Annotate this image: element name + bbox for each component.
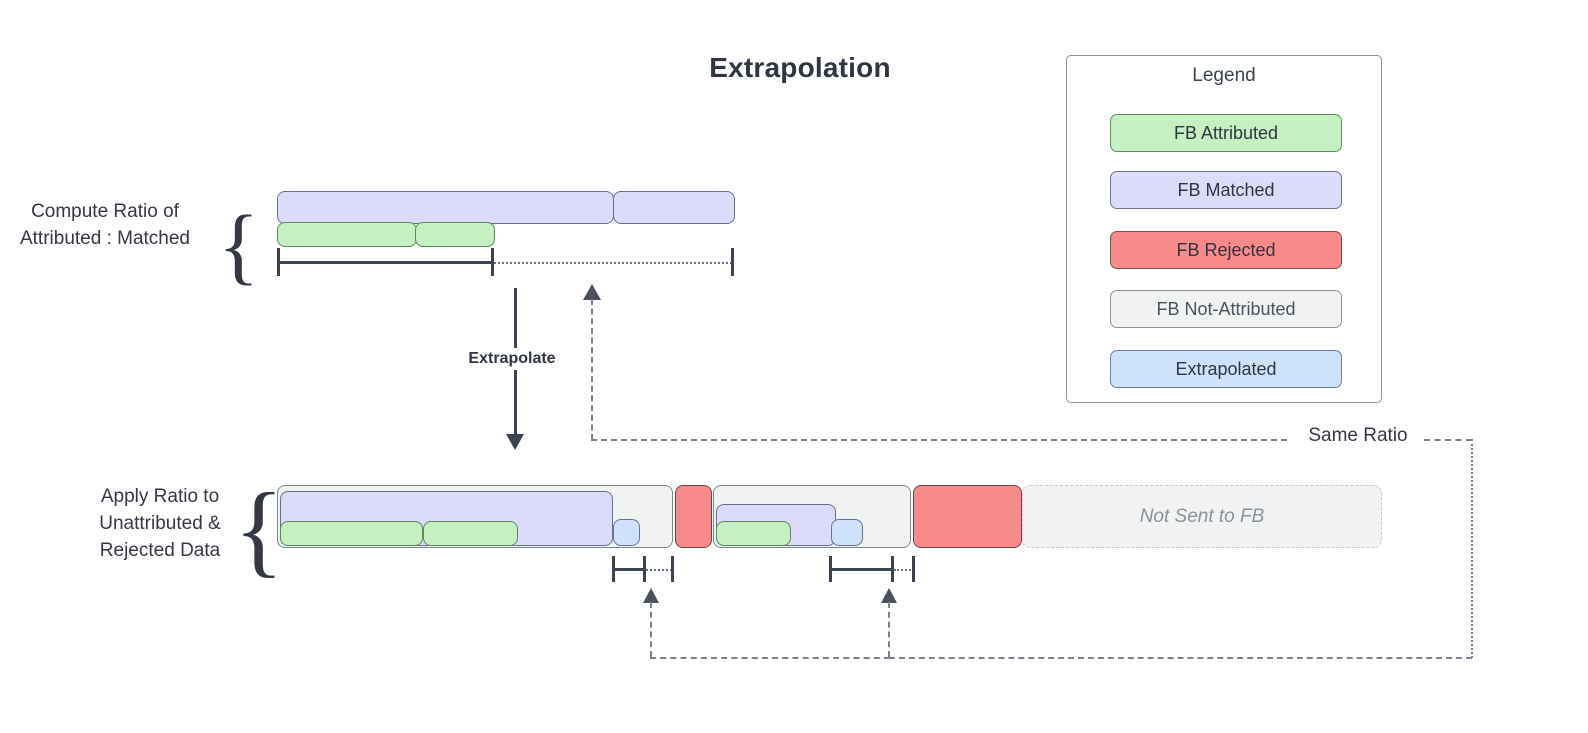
top-row-label-line1: Compute Ratio of [31,201,179,222]
bottom-measure-2-vline [888,602,890,657]
bottom-measure-2-tick-mid [891,556,894,582]
legend-item-extrapolated: Extrapolated [1110,350,1342,388]
not-sent-to-fb-block: Not Sent to FB [1022,485,1382,548]
bottom-rejected-block-2 [913,485,1022,548]
bottom-measure-1-tick-end [671,556,674,582]
same-ratio-vline-right [1471,439,1473,658]
legend-item-fb-matched: FB Matched [1110,171,1342,209]
legend-panel [1066,55,1382,403]
bottom-attributed-segment-1 [280,521,423,546]
bottom-row-label-line3: Rejected Data [99,540,221,561]
extrapolate-arrow-head [506,434,524,450]
ratio-feedback-hline [591,439,1297,441]
top-attributed-segment-2 [415,222,495,247]
bottom-row-label: Apply Ratio to Unattributed & Rejected D… [55,483,265,564]
same-ratio-label: Same Ratio [1290,425,1426,447]
bottom-measure-1-arrow-head [643,588,659,603]
bottom-measure-2-dotted [894,569,914,571]
legend-title: Legend [1192,65,1256,86]
bottom-measure-1-tick-mid [643,556,646,582]
same-ratio-hline-right [1424,439,1472,441]
bottom-measure-2-arrow-head [881,588,897,603]
extrapolate-label: Extrapolate [452,348,572,370]
top-measure-tick-end [731,248,734,276]
top-measure-solid [277,261,493,264]
top-matched-segment-1 [277,191,614,224]
ratio-feedback-vline [591,299,593,440]
top-matched-segment-2 [613,191,735,224]
bottom-attributed-segment-2 [423,521,518,546]
legend-item-fb-not-attributed: FB Not-Attributed [1110,290,1342,328]
bottom-measure-1-solid [612,568,645,571]
bottom-extrapolated-block-2 [831,519,863,546]
top-row-label-line2: Attributed : Matched [19,228,191,249]
bottom-measure-2-solid [829,568,893,571]
bottom-rejected-block-1 [675,485,712,548]
top-measure-tick-mid [491,248,494,276]
bottom-measure-1-hline [650,657,890,659]
bottom-measure-1-vline [650,602,652,657]
top-attributed-segment-1 [277,222,417,247]
bottom-attributed-segment-3 [716,521,791,546]
page-title: Extrapolation [709,52,891,83]
top-measure-dotted [494,262,732,264]
legend-item-fb-attributed: FB Attributed [1110,114,1342,152]
ratio-feedback-arrow-head [583,284,601,300]
same-ratio-hline-bottom [889,657,1472,659]
bottom-row-label-line1: Apply Ratio to [100,486,220,507]
bottom-measure-1-dotted [646,569,672,571]
bottom-extrapolated-block-1 [613,519,640,546]
top-row-label: Compute Ratio of Attributed : Matched [0,198,210,252]
bottom-row-label-line2: Unattributed & [99,513,221,534]
bottom-measure-2-tick-end [912,556,915,582]
legend-item-fb-rejected: FB Rejected [1110,231,1342,269]
